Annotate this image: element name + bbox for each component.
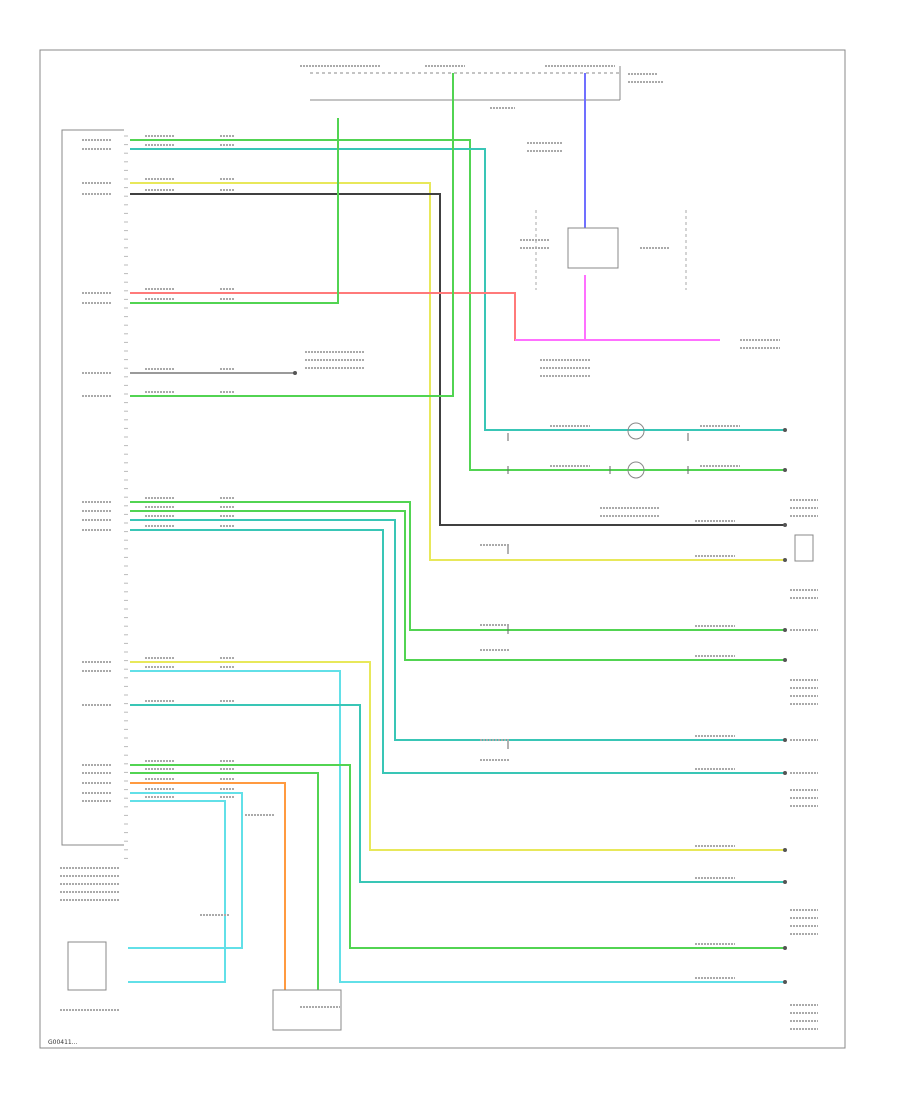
connector-dot xyxy=(783,771,787,775)
driver-seat-belt-sensor xyxy=(272,989,342,1031)
connector-dot xyxy=(783,946,787,950)
wire-green-5 xyxy=(130,510,785,661)
clockspring-upper xyxy=(627,422,645,440)
wire-cyan-3 xyxy=(128,800,226,983)
connector-dot xyxy=(783,523,787,527)
passenger-airbag-module xyxy=(794,534,814,562)
wire-teal-1 xyxy=(130,148,785,431)
wire-orange-1 xyxy=(130,782,286,990)
wire-yellow-1 xyxy=(130,182,785,561)
wire-green-3 xyxy=(130,73,454,397)
connector-dot xyxy=(783,658,787,662)
wire-teal-3 xyxy=(130,529,785,774)
connector-dot xyxy=(783,628,787,632)
connector-dot xyxy=(783,880,787,884)
clockspring-lower xyxy=(627,461,645,479)
connector-dot xyxy=(783,468,787,472)
passenger-seat-belt-sensor xyxy=(67,941,107,991)
wire-green-7 xyxy=(130,772,319,990)
wire-cyan-2 xyxy=(128,792,243,949)
wire-black-1 xyxy=(130,193,785,526)
wire-red-1 xyxy=(130,292,585,341)
control-module-outline xyxy=(61,129,124,846)
connector-dot xyxy=(783,848,787,852)
diagram-border xyxy=(39,49,846,1049)
wire-green-1 xyxy=(130,139,785,471)
connector-dot xyxy=(783,738,787,742)
occupant-sensor-module xyxy=(567,227,619,269)
connector-dot xyxy=(783,980,787,984)
wire-teal-4 xyxy=(130,704,785,883)
connector-dot xyxy=(293,371,297,375)
connector-dot xyxy=(783,428,787,432)
connector-dot xyxy=(783,558,787,562)
wire-green-4 xyxy=(130,501,785,631)
wire-green-6 xyxy=(130,764,785,949)
wire-yellow-2 xyxy=(130,661,785,851)
wire-teal-2 xyxy=(130,519,785,741)
wire-green-2 xyxy=(130,118,339,304)
footer-code: G00411... xyxy=(48,1039,78,1046)
wire-cyan-1 xyxy=(130,670,785,983)
